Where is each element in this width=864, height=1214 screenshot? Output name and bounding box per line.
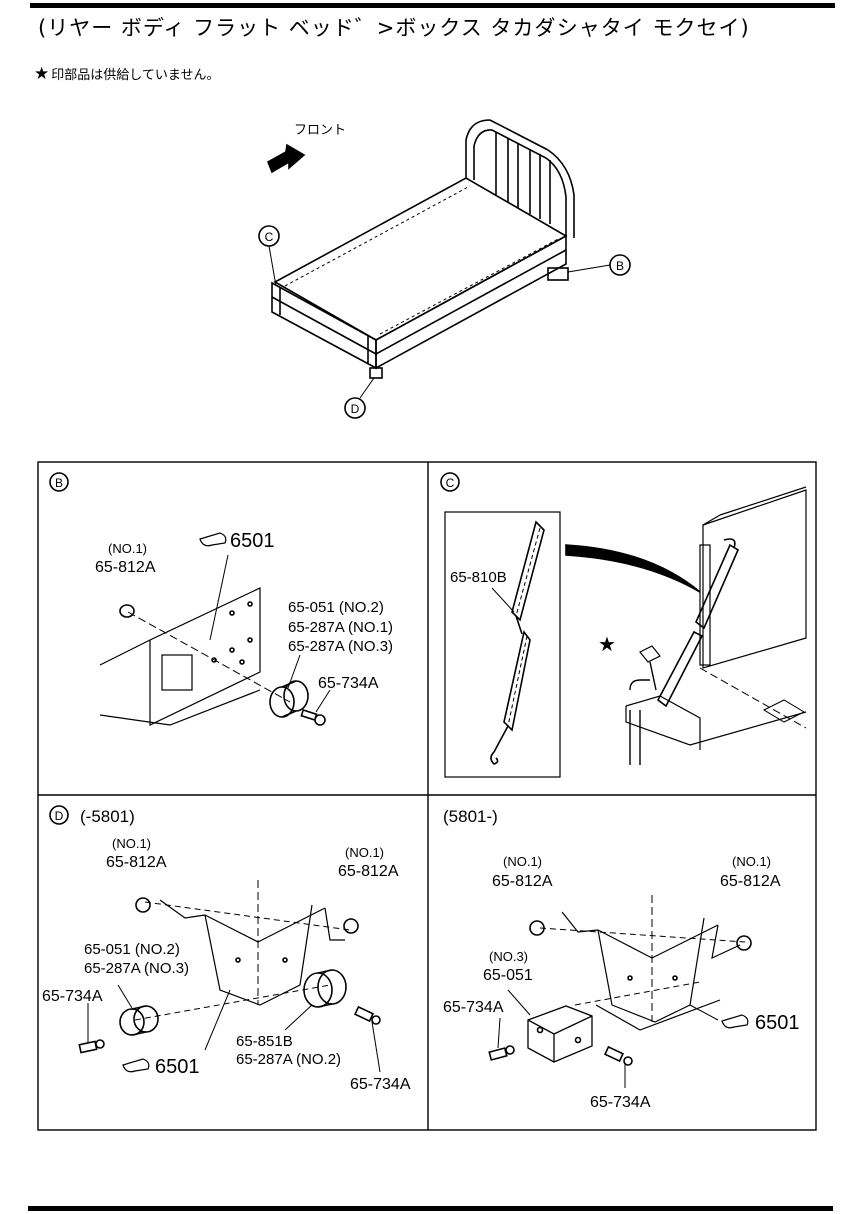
front-label: フロント xyxy=(294,122,346,137)
panel-d2-range: (5801-) xyxy=(443,807,498,826)
panel-d1-label-1: (NO.1) xyxy=(112,836,151,851)
supply-note-text: 印部品は供給していません。 xyxy=(51,68,220,83)
panel-d1-label-5: 65-051 (NO.2) xyxy=(84,941,180,958)
panel-d-early: D (-5801) 6501 (NO.1) 65-812A xyxy=(42,805,411,1093)
panel-d1-label-8: 65-851B xyxy=(236,1033,293,1050)
supply-note: ★印部品は供給していません。 xyxy=(34,64,219,84)
panel-d-id: D xyxy=(55,809,64,823)
panel-d1-label-4: 65-812A xyxy=(338,863,399,880)
callout-b-label: B xyxy=(616,259,624,273)
panel-b-label-1: (NO.1) xyxy=(108,541,147,556)
panel-d1-label-6: 65-287A (NO.3) xyxy=(84,960,189,977)
panel-d1-label-10: 65-734A xyxy=(350,1076,411,1093)
panel-c-part: 65-810B xyxy=(450,569,507,586)
panel-d2-label-1: (NO.1) xyxy=(503,854,542,869)
callout-c-label: C xyxy=(265,230,274,244)
panel-d-late: (5801-) 6501 (NO.1) 65-812A (NO.1) xyxy=(443,807,800,1111)
panel-b-label-4: 65-287A (NO.1) xyxy=(288,619,393,636)
panel-b-label-6: 65-734A xyxy=(318,675,379,692)
panel-b-ref: 6501 xyxy=(230,530,275,552)
panel-c-id: C xyxy=(446,476,455,490)
ref-hand-icon xyxy=(122,1058,150,1073)
panel-d1-label-2: 65-812A xyxy=(106,854,167,871)
panel-d2-label-5: (NO.3) xyxy=(489,949,528,964)
page-title: (リヤー ボディ フラット ベッド゛>ボックス タカダシャタイ モクセイ) xyxy=(38,16,750,40)
panel-d1-label-7: 65-734A xyxy=(42,988,103,1005)
panel-d1-label-3: (NO.1) xyxy=(345,845,384,860)
truck-bed-overview: フロント C B D xyxy=(258,119,631,419)
panel-b-id: B xyxy=(55,476,63,490)
panel-d1-ref: 6501 xyxy=(155,1056,200,1078)
star-icon: ★ xyxy=(34,64,50,84)
panel-d2-ref: 6501 xyxy=(755,1012,800,1034)
panel-b-label-3: 65-051 (NO.2) xyxy=(288,599,384,616)
panel-b-label-2: 65-812A xyxy=(95,559,156,576)
panel-b-label-5: 65-287A (NO.3) xyxy=(288,638,393,655)
ref-hand-icon xyxy=(199,532,227,547)
top-rule xyxy=(30,3,835,8)
panel-b: B 6501 (NO.1) 65-812A 65-051 (NO.2) 65-2… xyxy=(49,472,393,726)
detail-panels-frame xyxy=(37,461,817,1131)
panel-d1-label-9: 65-287A (NO.2) xyxy=(236,1051,341,1068)
panel-d2-label-6: 65-051 xyxy=(483,967,533,984)
panel-d2-label-4: 65-812A xyxy=(720,873,781,890)
panel-d2-label-3: (NO.1) xyxy=(732,854,771,869)
callout-d xyxy=(344,397,366,419)
bottom-rule xyxy=(28,1206,833,1211)
panel-d2-label-2: 65-812A xyxy=(492,873,553,890)
callout-d-label: D xyxy=(351,402,360,416)
panel-c: C 65-810B xyxy=(440,472,807,778)
star-icon: ★ xyxy=(598,634,616,656)
front-arrow-icon xyxy=(266,143,306,174)
ref-hand-icon xyxy=(721,1014,749,1029)
panel-d1-range: (-5801) xyxy=(80,807,135,826)
panel-d2-label-8: 65-734A xyxy=(590,1094,651,1111)
panel-d2-label-7: 65-734A xyxy=(443,999,504,1016)
